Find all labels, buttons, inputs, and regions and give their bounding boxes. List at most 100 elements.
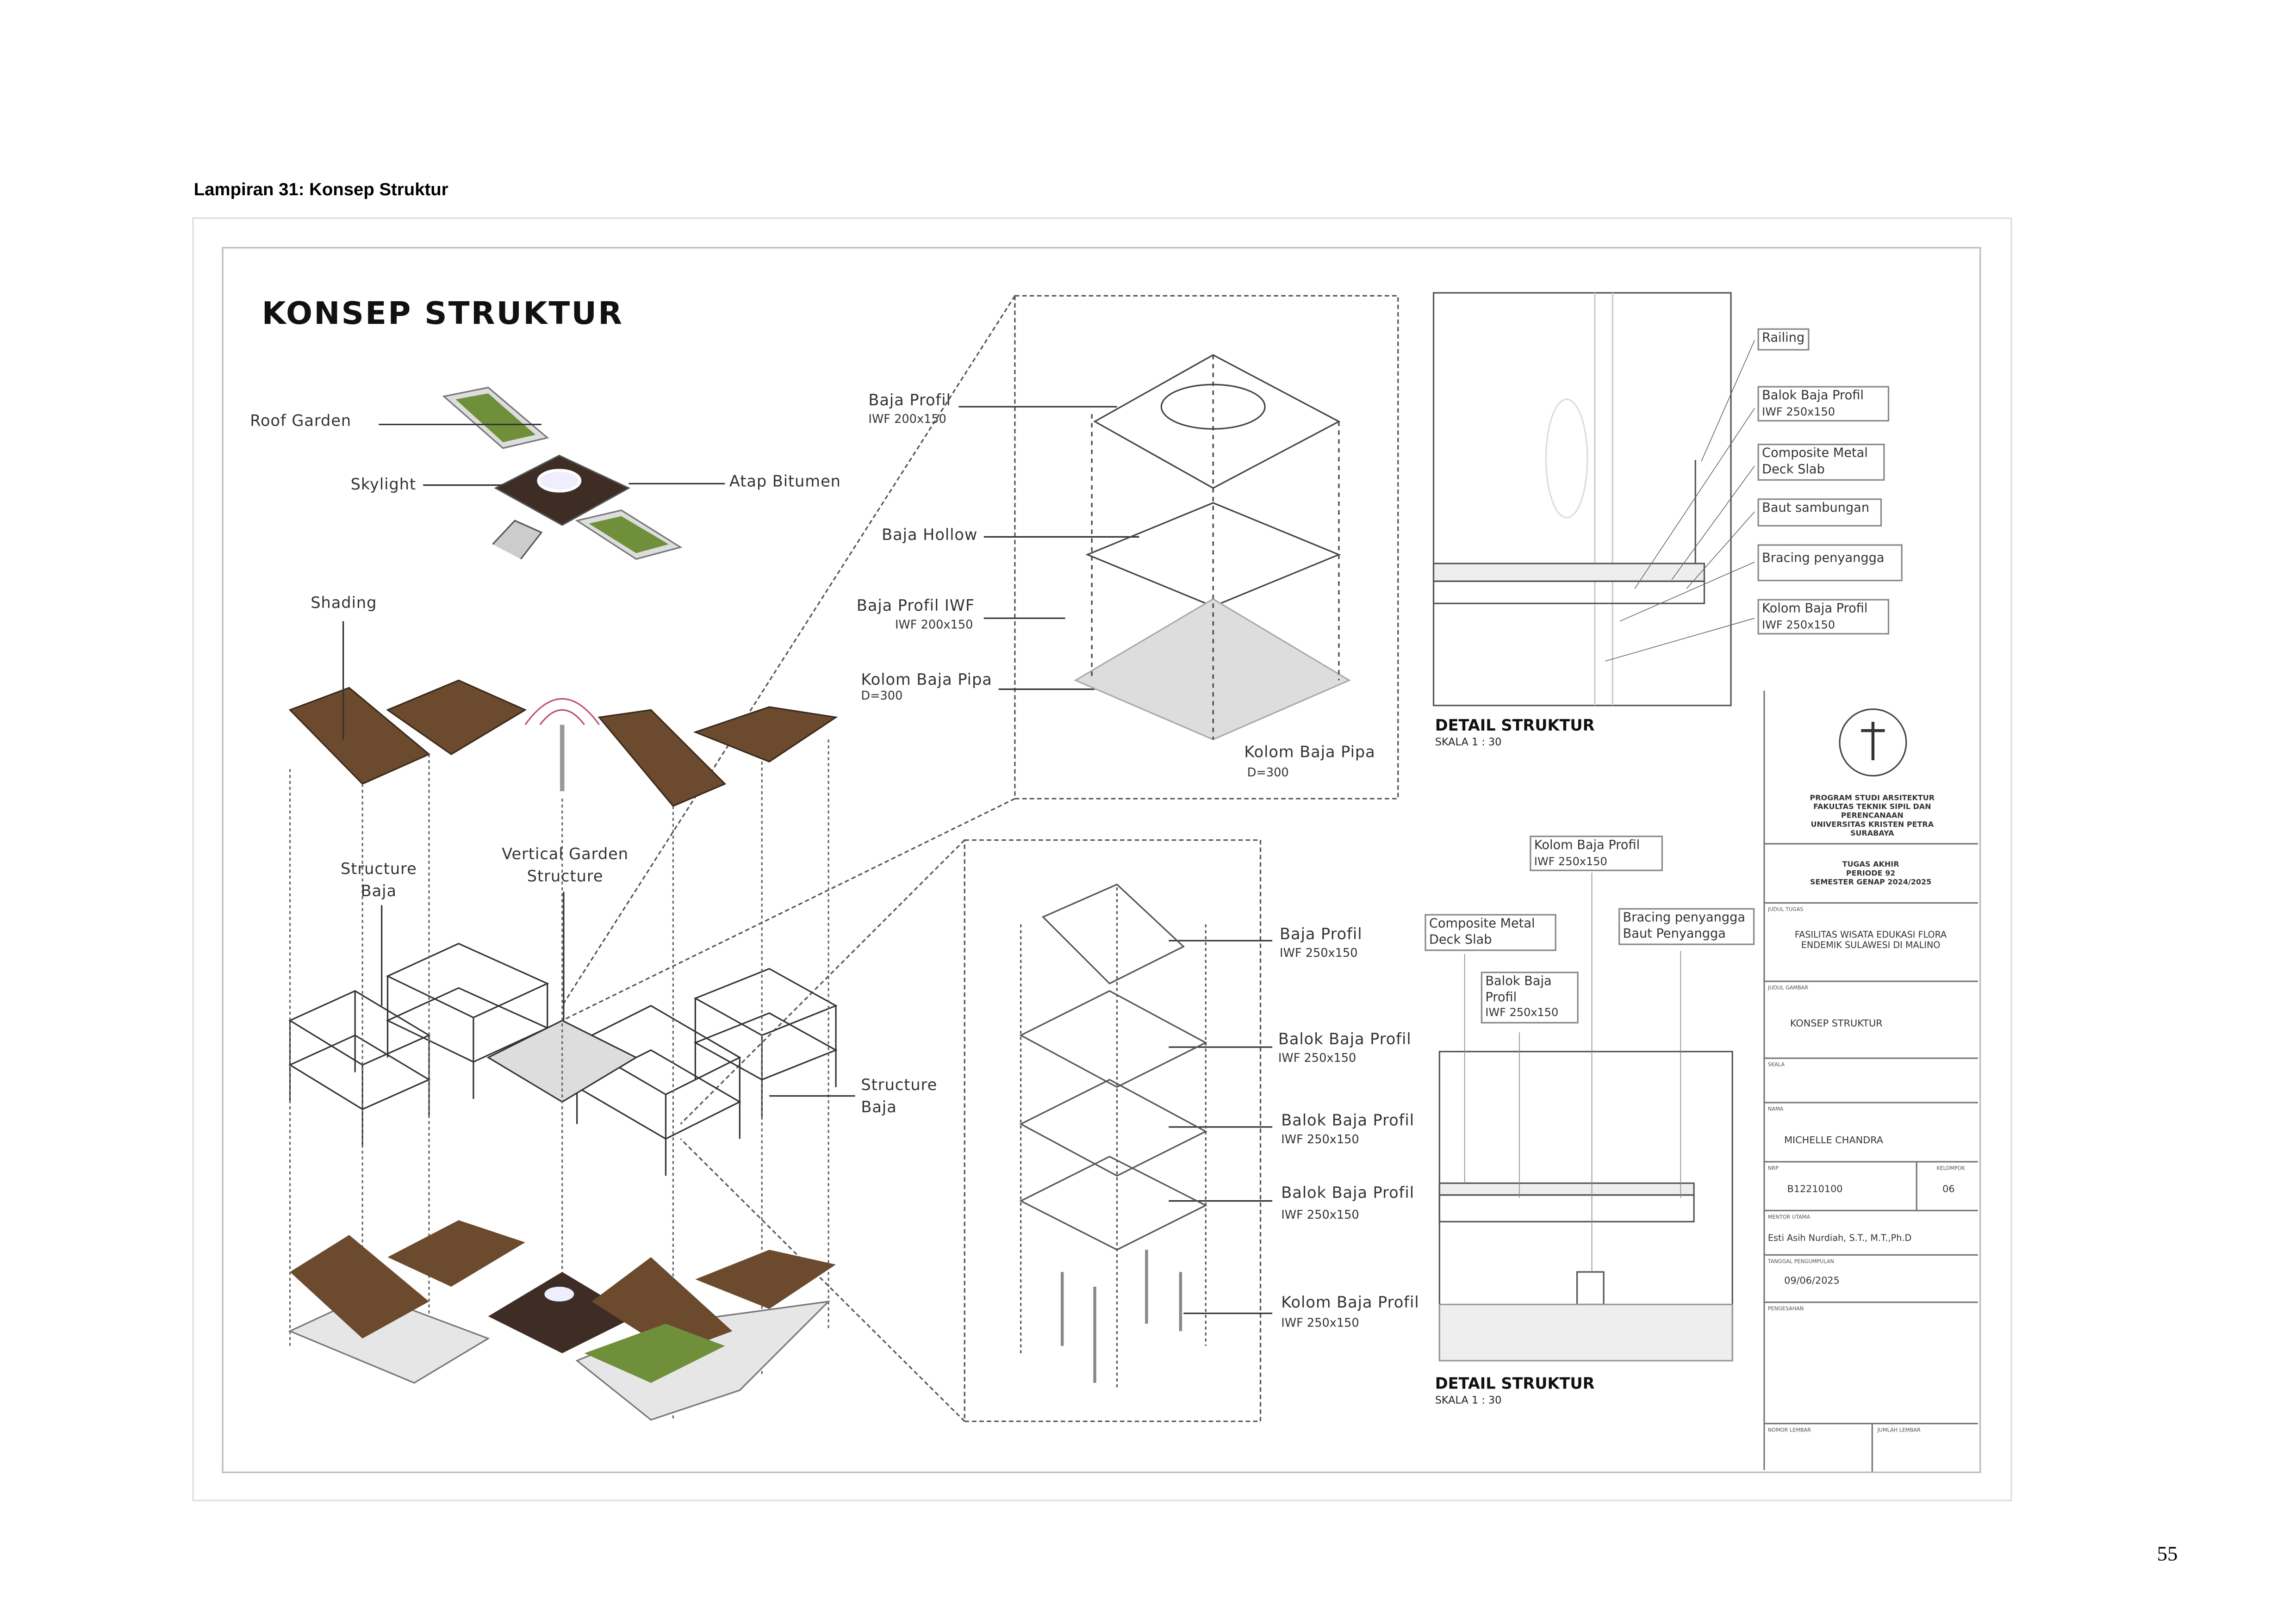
- program-line: TUGAS AKHIR: [1842, 861, 1899, 870]
- vertical-garden: [524, 698, 600, 792]
- nama: MICHELLE CHANDRA: [1784, 1134, 1884, 1147]
- program: TUGAS AKHIR PERIODE 92 SEMESTER GENAP 20…: [1763, 861, 1978, 887]
- tanggal: 09/06/2025: [1784, 1275, 1840, 1287]
- frame-label-1: Baja Profil: [1280, 926, 1363, 944]
- callout-spec: Baut Penyangga: [1623, 927, 1726, 942]
- tb-pengesahan: PENGESAHAN: [1763, 1302, 1978, 1424]
- dome-label-kolom-pipa-1-spec: D=300: [861, 689, 903, 703]
- label-line: Structure: [527, 868, 604, 886]
- callout-title: Bracing penyangga: [1762, 552, 1885, 567]
- callout-spec: IWF 250x150: [1534, 854, 1607, 868]
- dashed-boxes: [561, 295, 1399, 1422]
- frame-label-4-spec: IWF 250x150: [1281, 1208, 1359, 1222]
- jumlah-cell: JUMLAH LEMBAR: [1871, 1424, 1979, 1472]
- shading-layer: [288, 679, 838, 807]
- tb-lembar: NOMOR LEMBAR JUMLAH LEMBAR: [1763, 1423, 1979, 1472]
- tb-skala: SKALA: [1763, 1057, 1978, 1103]
- logo-cross-icon: [1871, 721, 1875, 761]
- tb-judul-gambar: JUDUL GAMBAR KONSEP STRUKTUR: [1763, 980, 1978, 1059]
- callout-spec: Profil: [1485, 990, 1517, 1005]
- callout-title: Balok Baja: [1485, 974, 1552, 990]
- frame-label-5-spec: IWF 250x150: [1281, 1316, 1359, 1330]
- detail2-scale: SKALA 1 : 30: [1435, 1395, 1502, 1407]
- sheet-outer-border: [192, 217, 2012, 1501]
- field-label: KELOMPOK: [1936, 1165, 1965, 1172]
- callout-title: Balok Baja Profil: [1762, 389, 1864, 404]
- tb-tanggal: TANGGAL PENGUMPULAN 09/06/2025: [1763, 1254, 1978, 1303]
- label-roof-garden: Roof Garden: [250, 412, 352, 431]
- page-number: 55: [2157, 1544, 2178, 1567]
- detail2-drawing: [1438, 872, 1733, 1362]
- detail1-title: DETAIL STRUKTUR: [1435, 717, 1595, 735]
- dome-drawing: [1074, 354, 1351, 741]
- tb-program: TUGAS AKHIR PERIODE 92 SEMESTER GENAP 20…: [1763, 843, 1978, 904]
- callout-bracing: Bracing penyangga: [1757, 544, 1903, 582]
- callout-title: Baut sambungan: [1762, 501, 1870, 516]
- field-label: NAMA: [1767, 1106, 1784, 1112]
- callout-spec: Deck Slab: [1429, 932, 1492, 948]
- program-line: SEMESTER GENAP 2024/2025: [1810, 878, 1932, 887]
- tb-nama: NAMA MICHELLE CHANDRA: [1763, 1102, 1978, 1162]
- field-label: MENTOR UTAMA: [1767, 1214, 1811, 1221]
- field-label: PENGESAHAN: [1767, 1306, 1804, 1312]
- field-label: NRP: [1767, 1165, 1779, 1172]
- callout-title: Kolom Baja Profil: [1762, 602, 1868, 617]
- label-line: Baja: [861, 1099, 897, 1117]
- frame-label-3-spec: IWF 250x150: [1281, 1133, 1359, 1147]
- label-shading: Shading: [311, 595, 377, 613]
- frame-label-4: Balok Baja Profil: [1281, 1184, 1414, 1203]
- judul-line: FASILITAS WISATA EDUKASI FLORA: [1794, 930, 1947, 941]
- dome-label-baja-profil-iwf-spec: IWF 200x150: [895, 618, 973, 632]
- mentor: Esti Asih Nurdiah, S.T., M.T.,Ph.D: [1767, 1233, 1912, 1244]
- dome-label-kolom-pipa-2: Kolom Baja Pipa: [1244, 744, 1375, 762]
- kelompok-cell: KELOMPOK 06: [1916, 1162, 1979, 1212]
- institution-line: PROGRAM STUDI ARSITEKTUR: [1810, 794, 1935, 803]
- callout-spec: IWF 250x150: [1485, 1006, 1559, 1020]
- label-line: Structure: [861, 1077, 938, 1095]
- dome-label-baja-profil-iwf: Baja Profil IWF: [856, 597, 975, 615]
- logo-cross-bar: [1861, 729, 1885, 732]
- tb-mentor: MENTOR UTAMA Esti Asih Nurdiah, S.T., M.…: [1763, 1209, 1978, 1256]
- appendix-caption: Lampiran 31: Konsep Struktur: [193, 179, 448, 200]
- callout-baut: Baut sambungan: [1757, 498, 1882, 527]
- judul-tugas: FASILITAS WISATA EDUKASI FLORA ENDEMIK S…: [1763, 930, 1978, 952]
- callout-spec: IWF 250x150: [1762, 617, 1836, 631]
- field-label: JUDUL GAMBAR: [1767, 985, 1809, 991]
- sheet-frame: [222, 247, 1981, 1473]
- callout-title: Railing: [1762, 331, 1805, 347]
- field-label: NOMOR LEMBAR: [1767, 1427, 1811, 1433]
- field-label: SKALA: [1767, 1062, 1785, 1068]
- label-line: Structure: [340, 861, 417, 879]
- kelompok: 06: [1942, 1183, 1955, 1195]
- dome-label-baja-profil: Baja Profil: [868, 392, 951, 410]
- judul-line: ENDEMIK SULAWESI DI MALINO: [1801, 941, 1941, 952]
- callout-title: Composite Metal: [1762, 446, 1868, 462]
- callout-spec: Deck Slab: [1762, 462, 1825, 477]
- frame-label-2: Balok Baja Profil: [1278, 1031, 1412, 1049]
- tb-nrp: NRP B12210100 KELOMPOK 06: [1763, 1161, 1979, 1212]
- judul-gambar: KONSEP STRUKTUR: [1790, 1017, 1883, 1029]
- detail1-scale: SKALA 1 : 30: [1435, 736, 1502, 749]
- frame-label-1-spec: IWF 250x150: [1280, 946, 1358, 960]
- detail2-title: DETAIL STRUKTUR: [1435, 1375, 1595, 1394]
- leader-lines: [342, 406, 1273, 1314]
- institution-line: SURABAYA: [1850, 830, 1894, 839]
- callout-title: Bracing penyangga: [1623, 911, 1746, 926]
- detail1-drawing: [1432, 292, 1755, 707]
- field-label: TANGGAL PENGUMPULAN: [1767, 1258, 1834, 1265]
- institution-line: UNIVERSITAS KRISTEN PETRA: [1811, 821, 1934, 830]
- callout-railing: Railing: [1757, 328, 1809, 350]
- tb-judul-tugas: JUDUL TUGAS FASILITAS WISATA EDUKASI FLO…: [1763, 902, 1978, 982]
- label-line: Vertical Garden: [502, 846, 628, 864]
